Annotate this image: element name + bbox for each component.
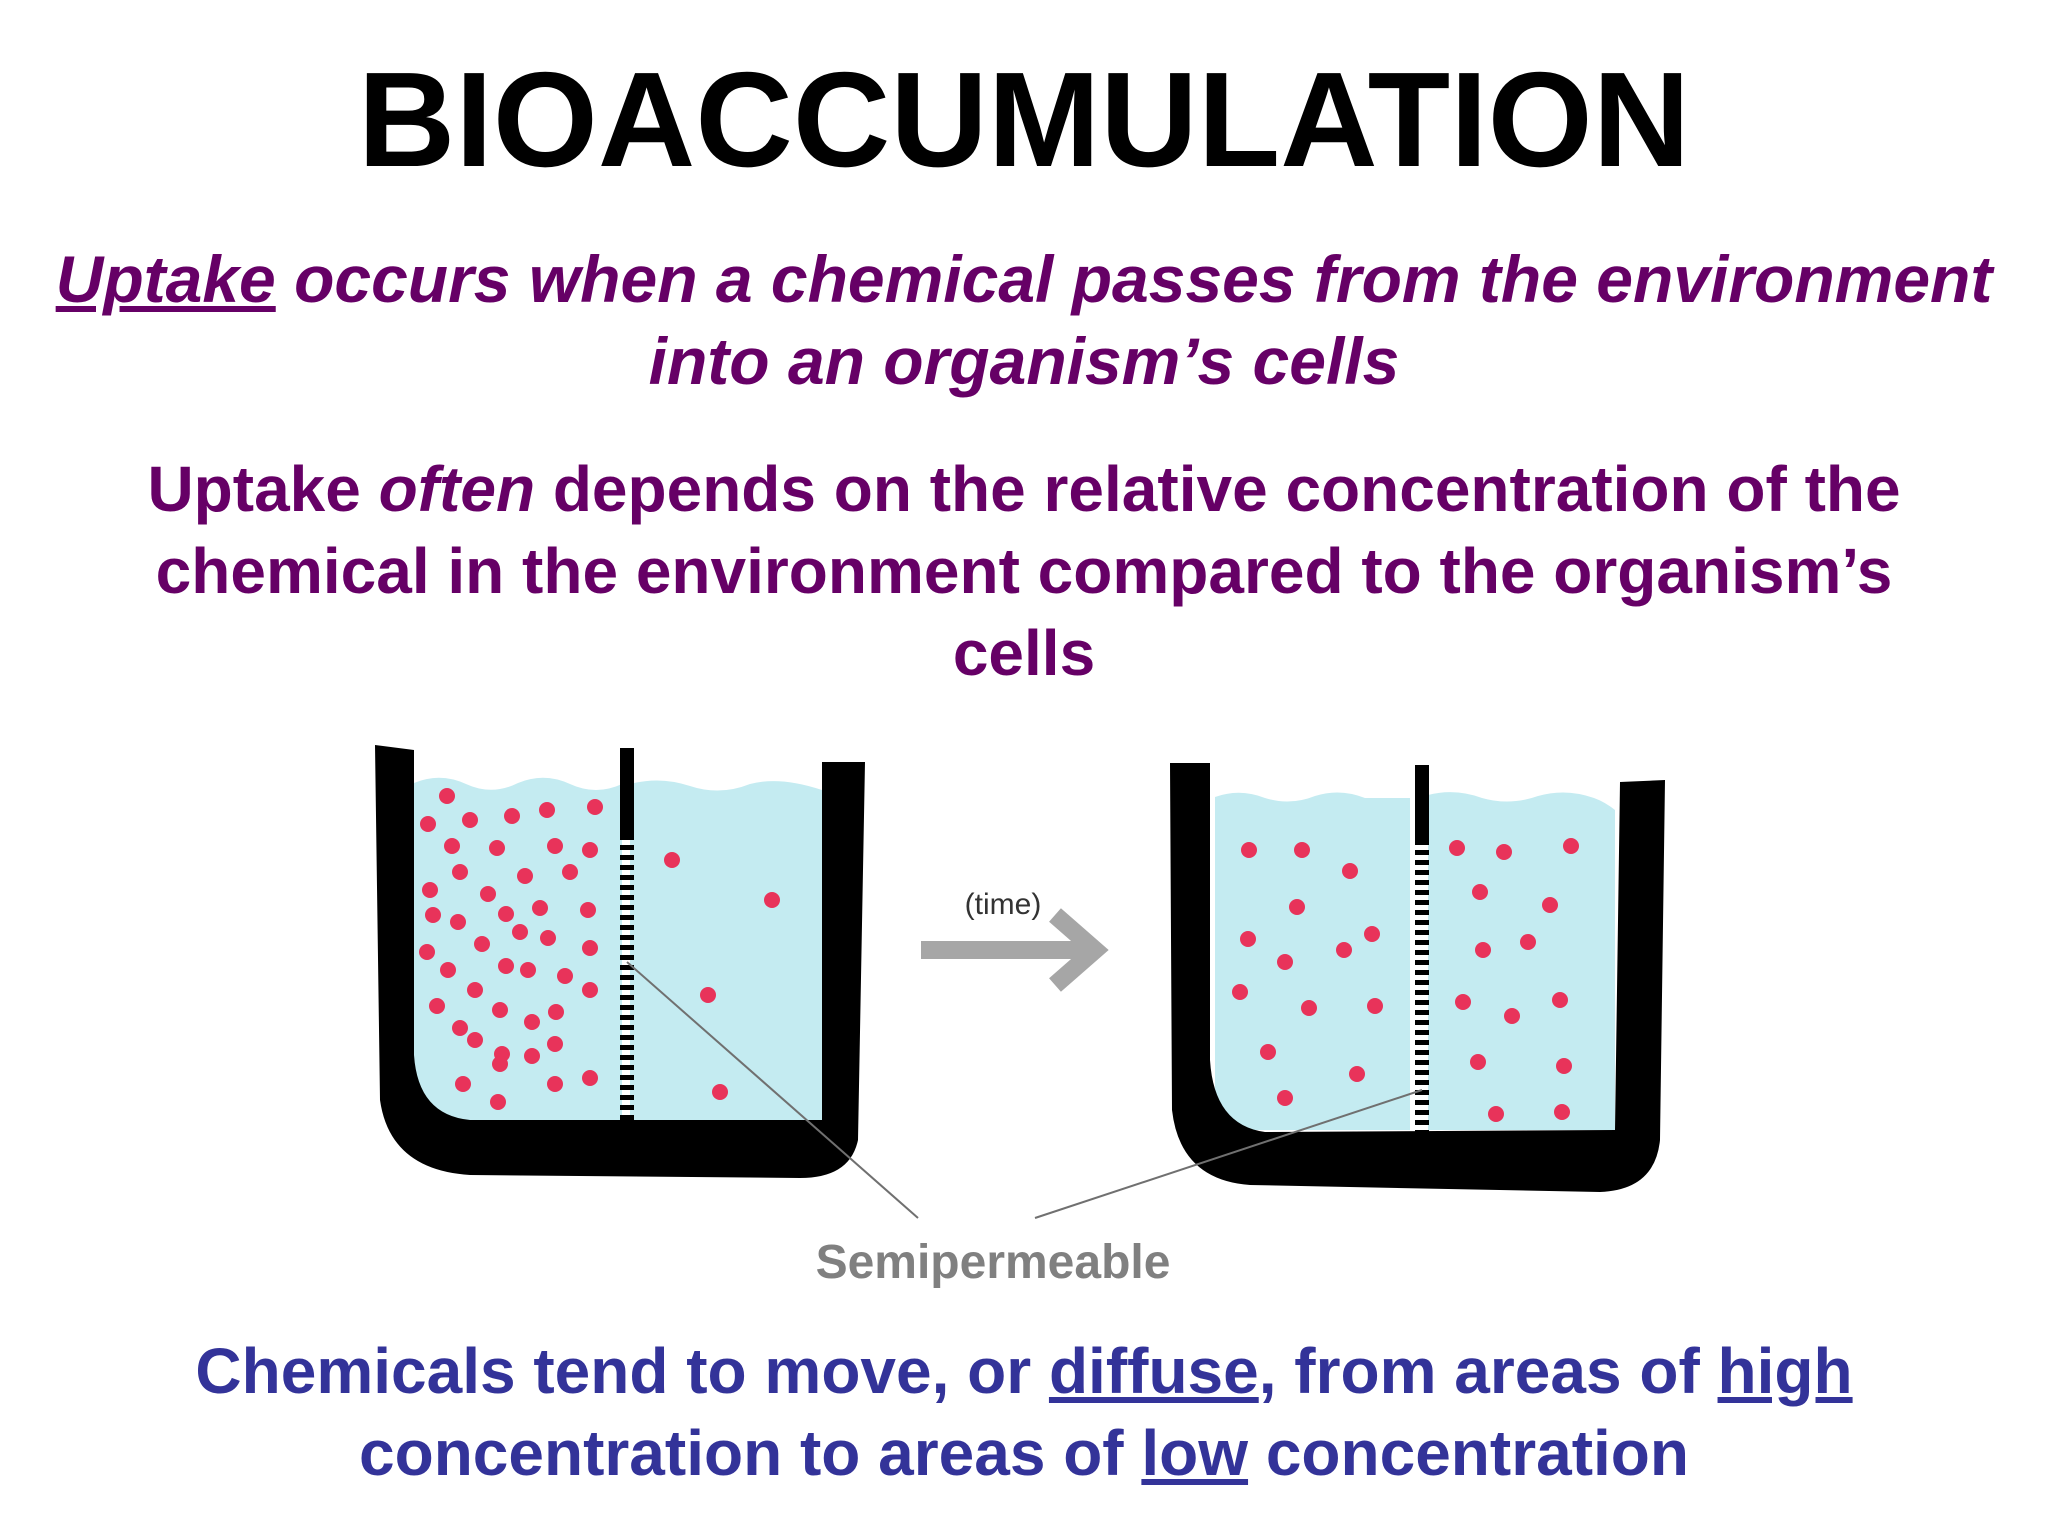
high-term: high xyxy=(1717,1335,1853,1407)
statement-text-1: Chemicals tend to move, or xyxy=(195,1335,1049,1407)
statement-text-4: concentration xyxy=(1248,1417,1689,1489)
diffusion-statement: Chemicals tend to move, or diffuse, from… xyxy=(0,1330,2048,1494)
statement-line-1: Chemicals tend to move, or diffuse, from… xyxy=(0,1330,2048,1412)
pointer-line-left xyxy=(626,961,919,1219)
dependency-emphasis: often xyxy=(378,453,536,525)
definition-line-2: into an organism’s cells xyxy=(648,324,1400,398)
time-label: (time) xyxy=(965,888,1042,921)
low-term: low xyxy=(1141,1417,1249,1489)
uptake-dependency: Uptake often depends on the relative con… xyxy=(0,448,2048,694)
semipermeable-annotation: Semipermeable xyxy=(626,961,1423,1289)
arrow-head-icon xyxy=(1049,908,1109,992)
slide-title: BIOACCUMULATION xyxy=(357,44,1691,195)
pointer-line-right xyxy=(1034,1089,1423,1219)
definition-rest: occurs when a chemical passes from the e… xyxy=(275,242,1993,316)
dependency-line-3: cells xyxy=(952,617,1096,689)
uptake-definition: Uptake occurs when a chemical passes fro… xyxy=(0,238,2048,402)
particles-before-left xyxy=(419,788,603,1110)
dependency-part-2: depends on the relative concentration of… xyxy=(535,453,1901,525)
water-after-right xyxy=(1428,792,1615,1130)
particles-after-left xyxy=(1232,842,1383,1106)
water-after-left xyxy=(1215,792,1410,1130)
time-arrow: (time) xyxy=(921,888,1109,992)
container-after xyxy=(1170,763,1665,1192)
definition-line-1: Uptake occurs when a chemical passes fro… xyxy=(0,238,2048,320)
uptake-term: Uptake xyxy=(55,242,276,316)
dependency-line-1: Uptake often depends on the relative con… xyxy=(0,448,2048,530)
statement-line-2: concentration to areas of low concentrat… xyxy=(0,1412,2048,1494)
water-before xyxy=(414,777,622,1120)
container-before xyxy=(375,745,865,1178)
statement-text-2: , from areas of xyxy=(1258,1335,1718,1407)
water-before-right xyxy=(630,780,822,1120)
dependency-line-2: chemical in the environment compared to … xyxy=(155,535,1893,607)
semipermeable-label: Semipermeable xyxy=(816,1236,1171,1289)
particles-before-right xyxy=(664,852,780,1100)
statement-text-3: concentration to areas of xyxy=(359,1417,1142,1489)
beaker-before-wall xyxy=(375,745,865,1178)
diffuse-term: diffuse xyxy=(1048,1335,1259,1407)
particles-after-right xyxy=(1449,838,1579,1122)
dependency-part-1: Uptake xyxy=(147,453,379,525)
diffusion-diagram: (time) Semipermeable xyxy=(375,745,1665,1289)
beaker-after-wall xyxy=(1170,763,1665,1192)
